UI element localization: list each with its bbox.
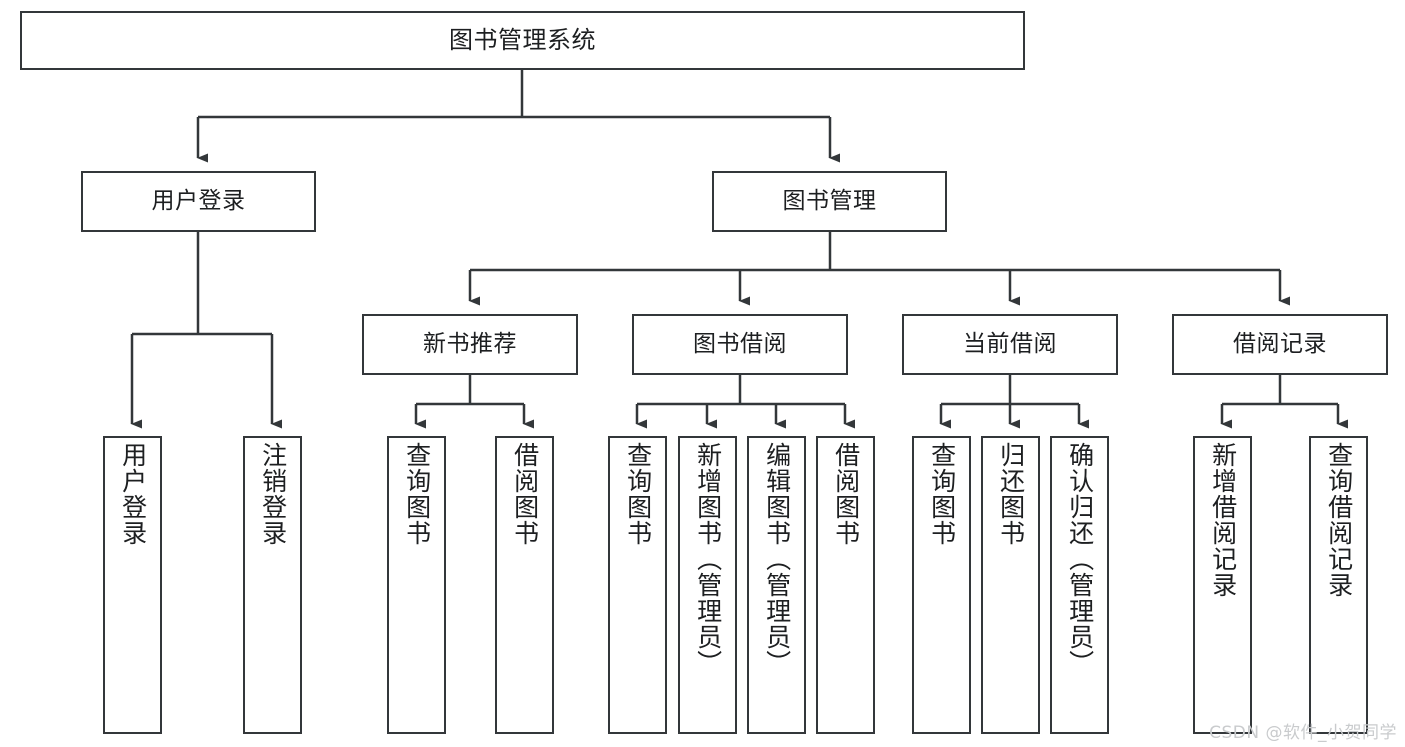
- node-leaf-edit-book-admin[interactable]: 编辑图书（管理员）: [747, 436, 806, 734]
- node-leaf-user-login[interactable]: 用户登录: [103, 436, 162, 734]
- node-leaf-query-borrow-record[interactable]: 查询借阅记录: [1309, 436, 1368, 734]
- node-label: 图书管理系统: [449, 26, 596, 55]
- node-leaf-borrow-book[interactable]: 借阅图书: [816, 436, 875, 734]
- node-label: 查询图书: [402, 442, 432, 546]
- node-label: 借阅记录: [1233, 331, 1327, 358]
- node-label: 查询图书: [927, 442, 957, 546]
- node-leaf-return-book[interactable]: 归还图书: [981, 436, 1040, 734]
- node-current-borrow[interactable]: 当前借阅: [902, 314, 1118, 375]
- node-leaf-user-logout[interactable]: 注销登录: [243, 436, 302, 734]
- node-label: 查询图书: [623, 442, 653, 546]
- node-label: 新增借阅记录: [1208, 442, 1238, 598]
- node-label: 图书借阅: [693, 331, 787, 358]
- node-leaf-query-book-recommend[interactable]: 查询图书: [387, 436, 446, 734]
- node-label: 新增图书（管理员）: [693, 442, 723, 676]
- node-label: 归还图书: [996, 442, 1026, 546]
- node-label: 图书管理: [782, 188, 877, 215]
- node-label: 当前借阅: [963, 331, 1057, 358]
- node-leaf-confirm-return-admin[interactable]: 确认归还（管理员）: [1050, 436, 1109, 734]
- node-label: 编辑图书（管理员）: [762, 442, 792, 676]
- node-root-system[interactable]: 图书管理系统: [20, 11, 1025, 70]
- node-leaf-add-book-admin[interactable]: 新增图书（管理员）: [678, 436, 737, 734]
- node-label: 借阅图书: [831, 442, 861, 546]
- node-label: 注销登录: [258, 442, 288, 546]
- node-leaf-borrow-book-recommend[interactable]: 借阅图书: [495, 436, 554, 734]
- node-leaf-add-borrow-record[interactable]: 新增借阅记录: [1193, 436, 1252, 734]
- node-leaf-query-book-current[interactable]: 查询图书: [912, 436, 971, 734]
- watermark: CSDN @软件_小贺同学: [1209, 723, 1397, 743]
- node-label: 确认归还（管理员）: [1065, 442, 1095, 676]
- node-book-management[interactable]: 图书管理: [712, 171, 947, 232]
- node-label: 借阅图书: [510, 442, 540, 546]
- node-label: 新书推荐: [423, 331, 517, 358]
- node-leaf-query-book-borrow[interactable]: 查询图书: [608, 436, 667, 734]
- node-label: 用户登录: [118, 442, 148, 546]
- node-user-login[interactable]: 用户登录: [81, 171, 316, 232]
- node-label: 用户登录: [151, 188, 246, 215]
- node-book-borrow[interactable]: 图书借阅: [632, 314, 848, 375]
- node-borrow-record[interactable]: 借阅记录: [1172, 314, 1388, 375]
- node-label: 查询借阅记录: [1324, 442, 1354, 598]
- node-new-book-recommend[interactable]: 新书推荐: [362, 314, 578, 375]
